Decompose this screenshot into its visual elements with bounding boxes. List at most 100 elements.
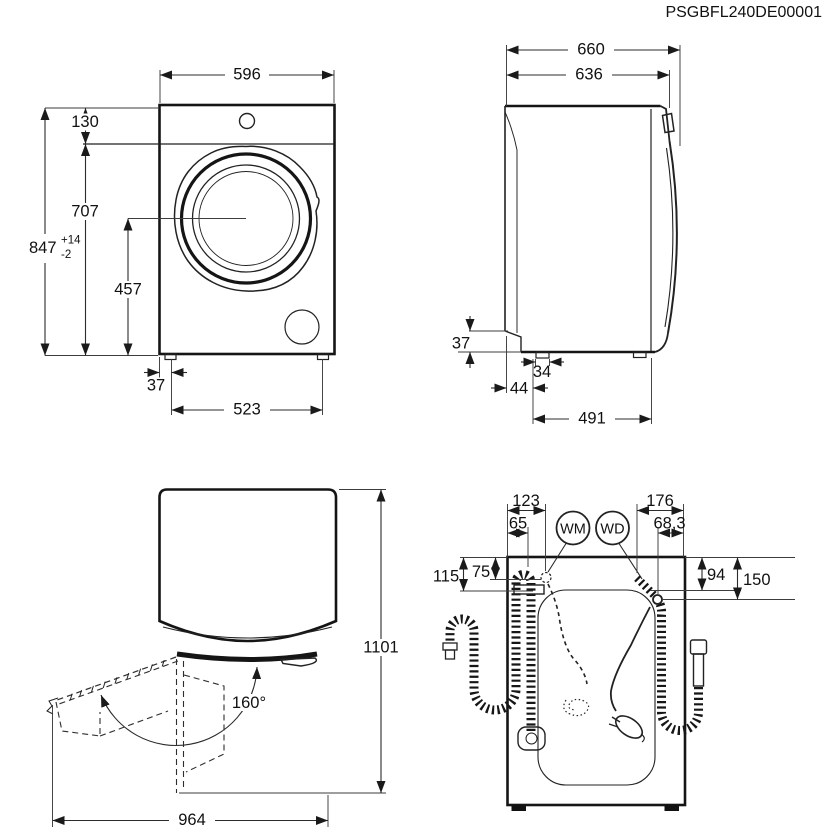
drain-hose-clamp — [513, 584, 545, 595]
dim-open-depth: 964 — [52, 705, 329, 828]
dim-label-130: 130 — [71, 113, 99, 131]
dim-front-foot-inset: 37 — [144, 357, 187, 415]
front-left-foot — [164, 353, 177, 361]
inlet-valve-elbow — [634, 575, 658, 599]
wd-power-cord — [609, 606, 651, 712]
dim-label-160deg: 160° — [232, 694, 266, 712]
filter-access-door — [284, 309, 320, 345]
door-trim-outline — [173, 145, 320, 292]
dim-rear-drain-from-top: 115 — [433, 557, 533, 592]
dim-front-feet-span: 523 — [171, 359, 323, 419]
dim-label-176: 176 — [646, 492, 674, 510]
dim-front-height: 847 +14 -2 — [26, 107, 158, 356]
drain-hose-end-fitting-tip — [444, 649, 456, 660]
document-code: PSGBFL240DE00001 — [665, 4, 822, 21]
dim-label-847: 847 — [29, 239, 57, 257]
front-right-foot — [316, 353, 330, 361]
dim-label-660: 660 — [577, 41, 605, 59]
dim-rear-wm-from-top: 75 — [472, 557, 541, 581]
inlet-hose-connector-cap — [689, 639, 708, 655]
drain-hose-end-fitting — [442, 642, 458, 651]
side-back-inner-line — [504, 111, 518, 333]
drain-outlet-grommet — [517, 726, 546, 751]
dim-label-115: 115 — [433, 568, 459, 586]
drain-outlet-hole — [525, 732, 538, 745]
wd-balloon-label: WD — [600, 522, 624, 538]
dim-label-636: 636 — [575, 66, 603, 84]
dim-label-side-37: 37 — [452, 335, 470, 353]
dim-label-34: 34 — [533, 363, 551, 381]
top-view-front-curve — [162, 626, 333, 639]
dim-label-front-37: 37 — [147, 377, 165, 395]
dim-label-707: 707 — [71, 203, 99, 221]
dim-label-150: 150 — [743, 571, 771, 589]
dim-side-feet-span: 491 — [533, 358, 652, 428]
open-door-tip — [46, 697, 59, 715]
rear-tub-outline — [537, 589, 656, 786]
power-plug — [608, 715, 645, 743]
side-door-handle — [661, 112, 675, 134]
dim-rear-drain-from-left: 65 — [507, 515, 529, 567]
dim-side-foot-width: 34 — [521, 357, 564, 381]
side-front-foot — [632, 351, 647, 359]
dim-label-457: 457 — [114, 281, 142, 299]
rear-panel — [506, 555, 687, 807]
dim-side-depth-body: 636 — [506, 66, 670, 108]
dim-label-65: 65 — [509, 515, 527, 533]
side-door-bulge-inner — [664, 147, 674, 328]
rear-view: WM WD 123 65 115 75 — [433, 492, 795, 811]
inlet-hose-connector-body — [692, 653, 705, 687]
rear-left-foot — [511, 805, 526, 811]
side-front-bottom-corner — [654, 332, 669, 353]
wm-cord-entry — [540, 571, 552, 584]
wm-balloon-label: WM — [560, 522, 586, 538]
dim-label-94: 94 — [707, 566, 725, 584]
front-cabinet-outline — [158, 103, 336, 356]
dim-rear-inlet-from-top: 94 — [650, 557, 741, 591]
dim-side-plinth-height: 37 — [452, 316, 521, 368]
dim-side-rear-foot-offset: 44 — [491, 336, 548, 424]
dim-rear-inlet-span: 176 — [636, 492, 684, 573]
program-knob — [238, 112, 256, 130]
dim-rear-wm-from-left: 123 — [507, 492, 546, 571]
dim-front-panel-height: 130 — [68, 108, 102, 144]
door-open-view: 160° 1101 964 — [46, 488, 403, 828]
dim-rear-elbow-from-top: 150 — [663, 557, 795, 600]
front-view: 596 847 +14 -2 130 707 457 — [26, 66, 336, 419]
dim-front-door-center-top: 707 — [66, 144, 104, 356]
dim-label-1101: 1101 — [363, 639, 398, 657]
rear-right-foot — [664, 805, 679, 811]
hinge-tick-marks — [69, 659, 165, 701]
side-view: 660 636 37 34 — [452, 41, 681, 428]
wm-balloon: WM — [547, 510, 591, 573]
dim-label-44: 44 — [510, 380, 528, 398]
dim-label-123: 123 — [512, 492, 540, 510]
drain-hose — [445, 570, 536, 731]
dim-label-964: 964 — [178, 811, 206, 828]
dim-label-847-tol-minus: -2 — [61, 249, 71, 261]
side-back-bottom — [504, 330, 522, 352]
door-swing-dashed — [46, 656, 225, 793]
wm-cord-coil — [563, 698, 590, 717]
inlet-hose — [655, 602, 703, 735]
wm-power-cord-dashed — [547, 583, 588, 685]
inlet-elbow-joint — [652, 594, 663, 605]
wd-balloon: WD — [595, 510, 643, 580]
dim-side-depth-total: 660 — [506, 41, 681, 146]
top-view-cabinet — [158, 488, 338, 643]
dim-label-596: 596 — [233, 66, 261, 84]
dim-label-523: 523 — [233, 401, 261, 419]
dim-label-68-3: 68,3 — [653, 515, 685, 533]
side-control-front — [660, 105, 671, 142]
side-rear-foot — [535, 351, 550, 359]
dim-rear-inlet-offset: 68,3 — [653, 515, 686, 594]
dim-open-height: 1101 — [179, 489, 403, 794]
dim-front-door-center-height: 457 — [108, 218, 246, 356]
top-view-door-handle — [279, 657, 318, 667]
dim-front-width: 596 — [159, 66, 335, 103]
dim-label-75: 75 — [472, 563, 490, 581]
side-door-bulge-outer — [667, 140, 678, 334]
dim-label-491: 491 — [578, 410, 606, 428]
